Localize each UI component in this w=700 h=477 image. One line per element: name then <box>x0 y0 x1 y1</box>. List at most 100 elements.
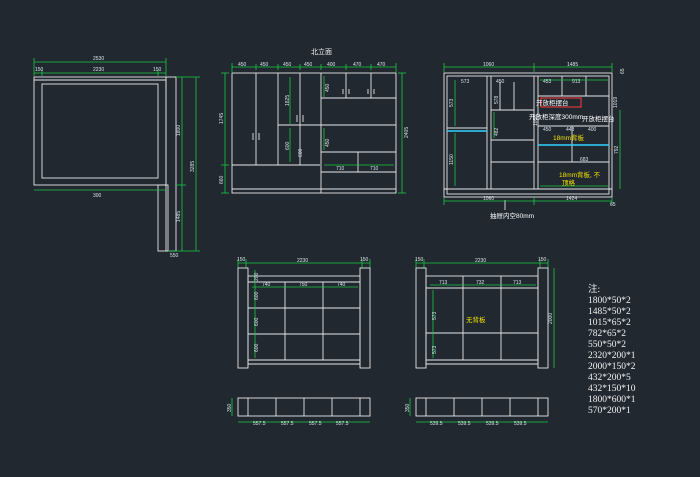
front-a-inner-dim-3: 740 <box>337 282 346 288</box>
side-elevation: 2530 2230 150 150 300 1800 3285 1485 550 <box>33 56 200 259</box>
front-elevation-b: 150 2230 150 713 732 713 573 573 2000 无背… <box>405 257 555 427</box>
side-dim-bottom: 300 <box>93 193 102 199</box>
note-item: 1485*50*2 <box>588 307 631 317</box>
north-elevation: 北立面 450 450 450 450 400 470 470 <box>219 47 410 194</box>
cab-label-drawer: 抽屉内空80mm <box>490 211 534 220</box>
north-top-dim-1: 450 <box>238 62 247 68</box>
cab-inner-dim-6: 578 <box>494 95 500 104</box>
north-top-dim-7: 470 <box>377 62 386 68</box>
cab-label-back18b-line2: 顶格 <box>562 178 576 187</box>
note-item: 570*200*1 <box>588 406 631 416</box>
notes-heading: 注: <box>588 283 600 295</box>
cab-inner-dim-3: 453 <box>543 79 552 85</box>
cab-inner-dim-8: 1056 <box>533 115 539 126</box>
cab-bottom-dim-2: 1424 <box>566 196 577 202</box>
side-dim-right: 150 <box>153 67 162 73</box>
cab-inner-dim-11: 400 <box>588 127 597 133</box>
north-top-dim-3: 450 <box>283 62 292 68</box>
cab-inner-dim-15: 792 <box>614 145 620 154</box>
cab-inner-dim-9: 450 <box>543 127 552 133</box>
note-item: 1800*600*1 <box>588 395 636 405</box>
note-item: 1015*65*2 <box>588 318 631 328</box>
cab-inner-dim-12: 1019 <box>613 97 619 108</box>
north-top-dim-4: 450 <box>304 62 313 68</box>
front-elevation-a: 150 2230 150 740 750 740 200 600 600 600… <box>227 257 371 427</box>
cab-bottom-dim-1: 1060 <box>483 196 494 202</box>
front-b-inner-dim-3: 713 <box>513 280 522 286</box>
front-b-height: 2000 <box>548 313 554 324</box>
front-a-inner-dim-4: 200 <box>254 272 260 281</box>
north-inner-dim-5: 450 <box>325 138 331 147</box>
note-item: 432*150*10 <box>588 384 636 394</box>
cab-label-open-1: 开放柜摆台 <box>536 98 569 107</box>
side-dim-inner: 2230 <box>93 67 104 73</box>
north-inner-dim-4: 600 <box>298 148 304 157</box>
front-a-inner-dim-2: 750 <box>299 282 308 288</box>
north-title: 北立面 <box>311 47 332 56</box>
front-b-plan-dim-3: 539.5 <box>486 421 499 427</box>
north-inner-dim-1: 1825 <box>285 95 291 106</box>
notes-list: 注: 1800*50*2 1485*50*2 1015*65*2 782*65*… <box>588 283 636 416</box>
north-top-dim-2: 450 <box>260 62 269 68</box>
front-a-top-dim-3: 150 <box>360 257 369 263</box>
front-b-top-dim-1: 150 <box>415 257 424 263</box>
note-item: 1800*50*2 <box>588 296 631 306</box>
front-b-top-dim-3: 150 <box>538 257 547 263</box>
north-left-dim-2: 660 <box>219 175 225 184</box>
side-dim-3285: 3285 <box>190 161 196 172</box>
note-item: 782*65*2 <box>588 329 626 339</box>
cab-inner-dim-7: 482 <box>494 127 500 136</box>
front-b-inner-dim-5: 573 <box>432 345 438 354</box>
north-right-dim: 2405 <box>404 127 410 138</box>
front-b-top-dim-2: 2230 <box>475 258 486 264</box>
front-b-inner-dim-4: 573 <box>432 311 438 320</box>
side-dim-1800: 1800 <box>176 125 182 136</box>
front-a-inner-dim-6: 600 <box>254 317 260 326</box>
cab-label-open-2: 开放柜摆台 <box>582 114 615 123</box>
side-dim-550: 550 <box>170 253 179 259</box>
front-b-plan-dim-2: 539.5 <box>458 421 471 427</box>
front-a-inner-dim-7: 600 <box>254 343 260 352</box>
front-b-plan-depth: 350 <box>405 403 411 412</box>
front-b-inner-dim-1: 713 <box>439 280 448 286</box>
front-a-top-dim-1: 150 <box>237 257 246 263</box>
cab-inner-dim-13: 1150 <box>449 154 455 165</box>
north-inner-dim-7: 710 <box>370 166 379 172</box>
cab-top-dim-1: 1060 <box>483 62 494 68</box>
cab-inner-dim-4: 913 <box>572 79 581 85</box>
cab-inner-dim-5: 573 <box>449 98 455 107</box>
front-a-plan-dim-2: 557.5 <box>281 421 294 427</box>
note-item: 432*200*5 <box>588 373 631 383</box>
cab-label-back18: 18mm背板 <box>553 133 585 142</box>
cabinet-detail: 1060 1485 65 573 450 453 9 <box>443 62 626 220</box>
cab-bottom-dim-3: 65 <box>610 202 616 208</box>
north-inner-dim-3: 450 <box>325 83 331 92</box>
front-b-plan-dim-4: 539.5 <box>514 421 527 427</box>
front-a-top-dim-2: 2230 <box>297 258 308 264</box>
note-item: 2000*150*2 <box>588 362 636 372</box>
cab-inner-dim-14: 683 <box>580 157 589 163</box>
side-dim-left: 150 <box>35 67 44 73</box>
side-dim-total: 2530 <box>93 56 104 62</box>
front-a-inner-dim-5: 600 <box>254 291 260 300</box>
cab-top-dim-2: 1485 <box>567 62 578 68</box>
cab-label-back18b-line1: 18mm背板, 不 <box>559 170 601 179</box>
cab-top-dim-3: 65 <box>620 68 626 74</box>
north-top-dim-6: 470 <box>353 62 362 68</box>
cab-inner-dim-10: 448 <box>566 127 575 133</box>
cab-inner-dim-2: 450 <box>496 79 505 85</box>
front-b-plan-dim-1: 539.5 <box>430 421 443 427</box>
note-item: 2320*200*1 <box>588 351 636 361</box>
north-inner-dim-2: 600 <box>285 141 291 150</box>
note-item: 550*50*2 <box>588 340 626 350</box>
north-top-dim-5: 400 <box>327 62 336 68</box>
front-a-plan-depth: 350 <box>227 403 233 412</box>
front-b-center-label: 无背板 <box>466 315 486 324</box>
front-a-plan-dim-4: 557.5 <box>336 421 349 427</box>
cab-label-depth: 开放柜深度300mm <box>529 112 583 121</box>
north-left-dim-1: 1745 <box>219 113 225 124</box>
front-a-plan-dim-1: 557.5 <box>253 421 266 427</box>
front-b-inner-dim-2: 732 <box>476 280 485 286</box>
side-dim-1485: 1485 <box>176 211 182 222</box>
